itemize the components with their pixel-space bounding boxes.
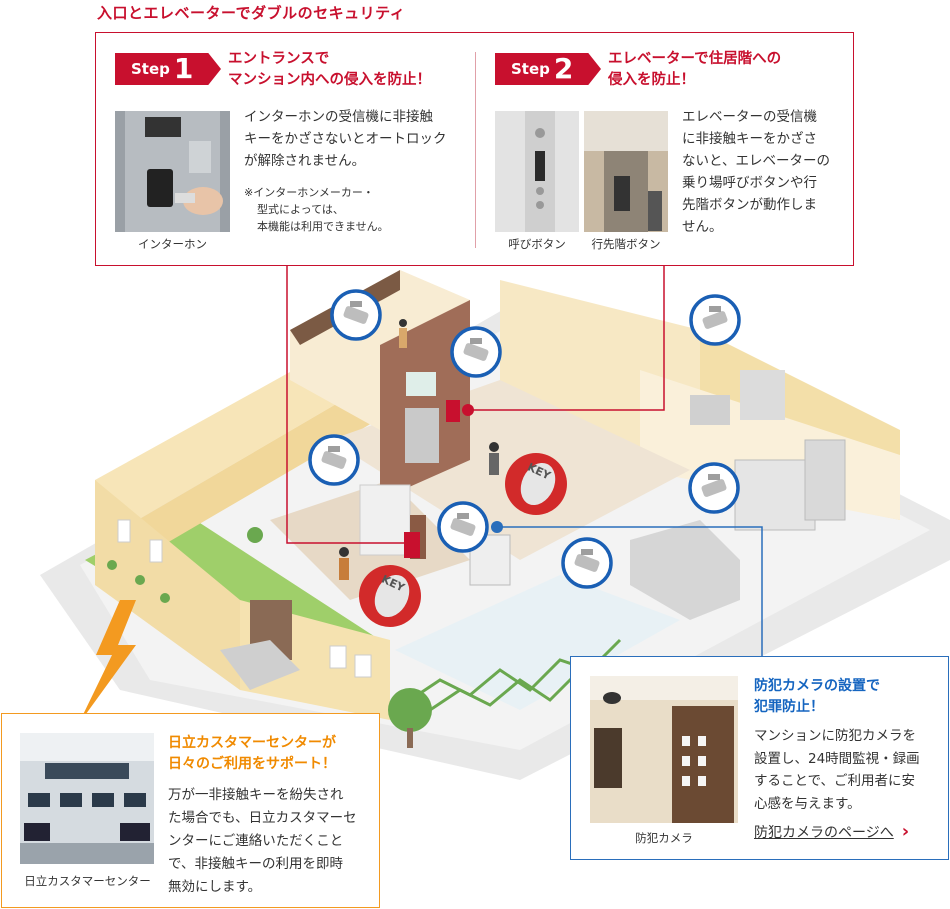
- step1-badge: Step 1: [115, 53, 221, 85]
- customer-center-description-line: ンターにご連絡いただくこと: [168, 833, 344, 849]
- step2-badge-word: Step: [511, 60, 550, 78]
- security-camera-description-line: 心感を与えます。: [754, 795, 861, 812]
- destination-button-caption: 行先階ボタン: [591, 237, 661, 251]
- security-camera-description-line: 設置し、24時間監視・録画: [754, 750, 920, 767]
- step1-description-line: が解除されません。: [244, 153, 366, 169]
- security-camera-description-line: することで、ご利用者に安: [754, 773, 916, 789]
- customer-center-title-line2: 日々のご利用をサポート！: [168, 756, 336, 772]
- step2-description-line: エレベーターの受信機: [682, 109, 817, 125]
- security-camera-description-line: マンションに防犯カメラを: [754, 728, 916, 744]
- step1-description: インターホンの受信機に非接触 キーをかざさないとオートロック が解除されません。: [244, 106, 447, 172]
- customer-center-description-line: で、非接触キーの利用を即時: [168, 856, 343, 872]
- intercom-caption: インターホン: [138, 237, 207, 251]
- security-camera-title-line1: 防犯カメラの設置で: [754, 678, 880, 694]
- step2-description-line: ないと、エレベーターの: [682, 153, 830, 169]
- destination-button-photo: [584, 111, 668, 232]
- step1-badge-word: Step: [131, 60, 170, 78]
- security-camera-photo: [590, 676, 738, 823]
- step2-description-line: に非接触キーをかざさ: [682, 131, 817, 147]
- step2-description-line: 乗り場呼びボタンや行: [682, 175, 817, 191]
- step2-description-line: 先階ボタンが動作しま: [682, 197, 817, 213]
- step1-badge-number: 1: [173, 52, 194, 85]
- step1-description-line: キーをかざさないとオートロック: [244, 131, 447, 147]
- steps-divider: [475, 52, 476, 248]
- step1-note-line: 型式によっては、: [257, 203, 344, 216]
- step2-title-line2: 侵入を防止！: [608, 72, 695, 88]
- security-camera-icon: [330, 289, 382, 345]
- step2-title: エレベーターで住居階への 侵入を防止！: [608, 49, 781, 91]
- step1-title-line2: マンション内への侵入を防止！: [228, 72, 431, 88]
- step2-title-line1: エレベーターで住居階への: [608, 51, 782, 67]
- step2-badge-number: 2: [553, 52, 574, 85]
- security-camera-icon: [689, 294, 741, 350]
- security-camera-title: 防犯カメラの設置で 犯罪防止！: [754, 676, 880, 718]
- security-camera-icon: [308, 434, 360, 490]
- step1-note-line: 本機能は利用できません。: [257, 220, 389, 233]
- customer-center-description-line: た場合でも、日立カスタマーセ: [168, 810, 357, 826]
- security-camera-caption: 防犯カメラ: [635, 831, 693, 845]
- intercom-photo: [115, 111, 230, 232]
- security-camera-icon: [688, 462, 740, 518]
- security-camera-icon: [437, 501, 489, 557]
- customer-center-description-line: 万が一非接触キーを紛失され: [168, 787, 344, 803]
- step1-note-line: ※インターホンメーカー・: [244, 186, 374, 199]
- call-button-caption: 呼びボタン: [508, 237, 566, 251]
- customer-center-description-line: 無効にします。: [168, 879, 262, 895]
- step2-badge: Step 2: [495, 53, 601, 85]
- security-camera-page-link-text[interactable]: 防犯カメラのページへ: [754, 825, 894, 841]
- security-camera-description: マンションに防犯カメラを 設置し、24時間監視・録画 することで、ご利用者に安 …: [754, 725, 920, 815]
- customer-center-caption: 日立カスタマーセンター: [24, 874, 151, 888]
- page-headline: 入口とエレベーターでダブルのセキュリティ: [97, 4, 406, 22]
- call-button-photo: [495, 111, 579, 232]
- security-camera-page-link[interactable]: 防犯カメラのページへ ›: [754, 822, 909, 842]
- customer-center-title: 日立カスタマーセンターが 日々のご利用をサポート！: [168, 733, 336, 775]
- chevron-right-icon[interactable]: ›: [901, 821, 910, 842]
- security-camera-icon: [561, 537, 613, 593]
- customer-center-title-line1: 日立カスタマーセンターが: [168, 735, 336, 751]
- step1-title-line1: エントランスで: [228, 51, 330, 67]
- step1-title: エントランスで マンション内への侵入を防止！: [228, 49, 431, 91]
- step1-note: ※インターホンメーカー・ 型式によっては、 本機能は利用できません。: [244, 184, 389, 235]
- step2-description-line: せん。: [682, 219, 723, 235]
- security-camera-title-line2: 犯罪防止！: [754, 699, 824, 715]
- customer-center-description: 万が一非接触キーを紛失され た場合でも、日立カスタマーセ ンターにご連絡いただく…: [168, 784, 357, 899]
- step1-description-line: インターホンの受信機に非接触: [244, 109, 433, 125]
- step2-description: エレベーターの受信機 に非接触キーをかざさ ないと、エレベーターの 乗り場呼びボ…: [682, 106, 830, 238]
- security-camera-icon: [450, 326, 502, 382]
- customer-center-photo: [20, 733, 154, 864]
